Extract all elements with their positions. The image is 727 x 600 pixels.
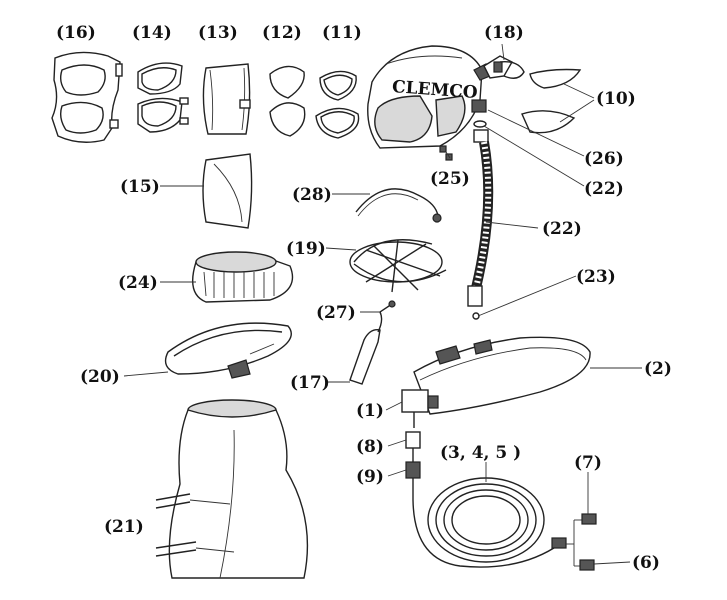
inner-lens-drawing [269,65,306,137]
label-1: (1) [356,401,384,421]
outer-lens-drawing [202,63,251,135]
tube-clips-drawing [439,145,453,161]
label-24: (24) [118,273,158,293]
label-8: (8) [356,437,384,457]
label-6: (6) [632,553,660,573]
head-band-drawing [355,188,442,223]
window-frame-drawing [521,68,582,134]
flow-control-valve-drawing [401,389,439,428]
label-10: (10) [596,89,636,109]
breathing-tube-drawing [467,99,494,320]
suspension-drawing [349,239,447,293]
label-7: (7) [574,453,602,473]
label-27: (27) [316,303,356,323]
inner-lens-frame-drawing [137,62,189,133]
label-20: (20) [80,367,120,387]
label-14: (14) [132,23,172,43]
label-2: (2) [644,359,672,379]
label-18: (18) [484,23,524,43]
label-12: (12) [262,23,302,43]
inner-collar-drawing [192,251,294,303]
label-25: (25) [430,169,470,189]
lens-frame-gasket-drawing [51,51,123,143]
part-labels: (16) (14) (13) (12) (11) (18) (10) (26) … [56,23,672,573]
label-9: (9) [356,467,384,487]
lens-gasket-drawing [315,70,360,139]
label-26: (26) [584,149,624,169]
chin-strap-drawing [349,311,383,385]
leader-lines [123,43,642,565]
label-22a: (22) [584,179,624,199]
fittings-drawing [405,431,421,500]
couplings-drawing [566,513,597,571]
label-19: (19) [286,239,326,259]
air-supply-hose-drawing [412,477,567,568]
helmet-drawing: CLEMCO [367,45,491,149]
label-22b: (22) [542,219,582,239]
label-23: (23) [576,267,616,287]
label-28: (28) [292,185,332,205]
label-15: (15) [120,177,160,197]
label-21: (21) [104,517,144,537]
label-13: (13) [198,23,238,43]
collar-clamp-drawing [164,322,292,379]
label-17: (17) [290,373,330,393]
label-345: (3, 4, 5 ) [440,443,521,463]
cape-drawing [155,399,309,579]
belt-drawing [413,336,591,415]
tear-off-lens-drawing [202,153,253,229]
label-11: (11) [322,23,362,43]
lens-clip-drawing [483,55,525,79]
screw-drawing [379,300,396,313]
label-16: (16) [56,23,96,43]
